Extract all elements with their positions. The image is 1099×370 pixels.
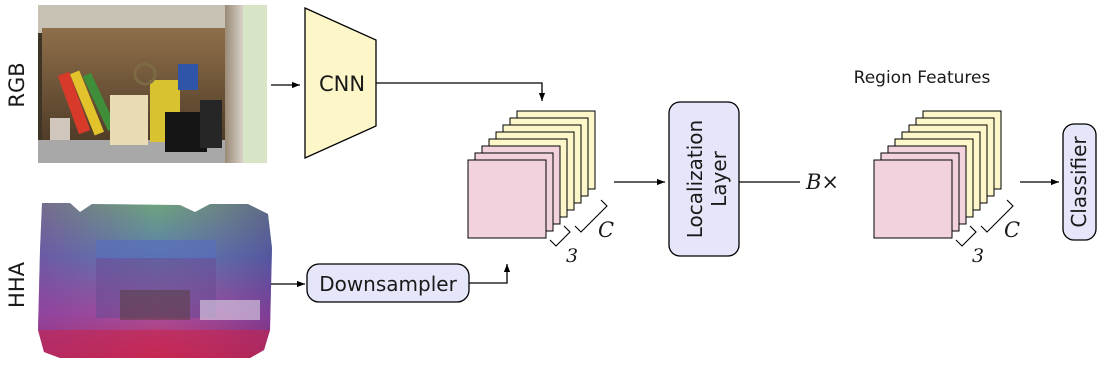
classifier-block [1062,123,1097,241]
region-depth-bracket [955,225,977,247]
localization-layer-block [668,101,740,257]
region-depth-label: 3 [972,245,984,267]
region-features-title: Region Features [854,68,991,88]
feature-stack [467,110,596,239]
hha-label: HHA [5,261,29,308]
downsampler-label: Downsampler [319,272,457,296]
localization-label-line2: Layer [707,150,731,207]
feature-channel-label: C [598,218,614,242]
region-channel-label: C [1004,218,1020,242]
feature-depth-bracket [549,225,571,247]
hha-image [38,203,272,358]
classifier-label: Classifier [1067,136,1091,228]
cnn-block [304,6,377,160]
cnn-label: CNN [319,72,365,96]
batch-label: B× [805,170,839,194]
feature-channel-bracket [574,199,608,233]
localization-label-line1: Localization [683,120,707,238]
region-feature-stack [873,110,1002,239]
region-channel-bracket [980,199,1014,233]
feature-depth-label: 3 [566,245,578,267]
downsampler-to-features-arrow [469,264,511,284]
rgb-label: RGB [5,62,29,107]
rgb-image [38,5,267,163]
cnn-to-features-arrow [376,82,546,101]
